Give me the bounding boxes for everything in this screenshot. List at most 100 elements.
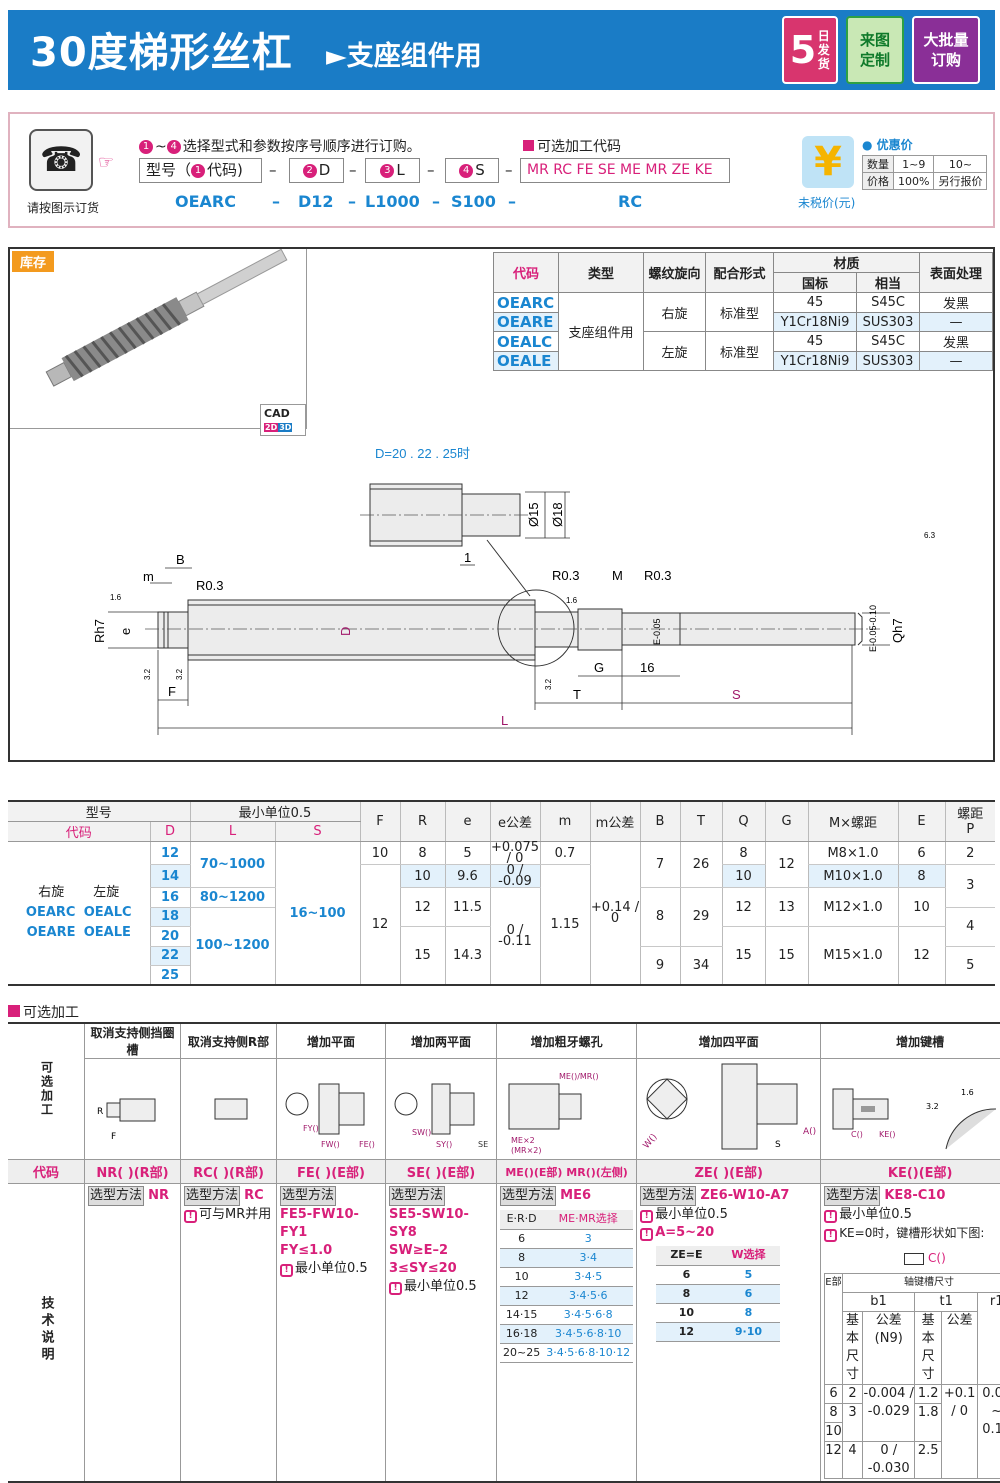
code-row-label: 代码 xyxy=(8,1159,85,1184)
svg-text:KE(): KE() xyxy=(879,1130,896,1139)
example-option: RC xyxy=(618,192,643,211)
spec-cell-Q: 10 xyxy=(721,864,765,888)
dim-d18: Ø18 xyxy=(550,502,565,527)
code-ke: KE()(E部) xyxy=(820,1159,1000,1184)
dimension-drawing: D=20 . 22 . 25时 Ø15 Ø18 1 B m R0.3 R0.3 … xyxy=(92,446,936,735)
dash: – xyxy=(349,161,357,179)
dim-r03-mid: R0.3 xyxy=(552,568,579,583)
spec-cell-E: 6 xyxy=(897,841,945,865)
dim-1: 1 xyxy=(464,550,471,565)
stock-tag: 库存 xyxy=(12,251,55,272)
roughness-1-6: 1.6 xyxy=(110,593,122,602)
dim-r03-left: R0.3 xyxy=(196,578,223,593)
dim-m-thread: M xyxy=(612,568,623,583)
pointing-hand-icon: ☞ xyxy=(98,152,115,173)
example-code: OEARC xyxy=(175,192,236,211)
spec-cell-B: 7 xyxy=(639,841,680,888)
spec-cell-R: 15 xyxy=(399,926,445,986)
optional-processing-table: 可选加工 取消支持侧挡圈槽取消支持侧R部增加平面增加两平面增加粗牙螺孔增加四平面… xyxy=(8,1022,1000,1483)
code-rc: RC( )(R部) xyxy=(180,1159,277,1184)
spec-cell-m: 1.15 xyxy=(539,864,590,986)
dim-e-tol-2: E-0.05-0.10 xyxy=(868,605,878,652)
dim-g: G xyxy=(594,660,604,675)
spec-cell-G: 12 xyxy=(764,841,808,888)
spec-row: 25 xyxy=(8,965,995,986)
svg-text:A(): A() xyxy=(803,1127,816,1137)
spec-cell-E: 10 xyxy=(897,887,945,927)
example-l: L1000 xyxy=(365,192,420,211)
spec-cell-R: 10 xyxy=(399,864,445,888)
d-value: 12 xyxy=(149,841,190,865)
spec-cell-P: 4 xyxy=(944,907,995,947)
badge-custom-text: 来图定制 xyxy=(859,31,890,69)
svg-text:FY(): FY() xyxy=(303,1124,319,1133)
lead-screw-image xyxy=(45,249,288,387)
svg-text:F: F xyxy=(111,1132,116,1142)
d-value: 16 xyxy=(149,887,190,908)
spec-cell-Q: 12 xyxy=(721,887,765,927)
diagram-se: SW()SY()SE xyxy=(385,1058,497,1160)
d-value: 25 xyxy=(149,965,190,986)
dim-e: e xyxy=(118,628,133,635)
spec-cell-m: 0.7 xyxy=(539,841,590,865)
dash: – xyxy=(269,161,277,179)
spec-cell-etol: 0 / -0.09 xyxy=(489,864,540,888)
spec-cell-L: 100~1200 xyxy=(189,907,275,986)
example-d: D12 xyxy=(298,192,334,211)
code-nr: NR( )(R部) xyxy=(84,1159,181,1184)
spec-cell-e: 5 xyxy=(444,841,490,865)
dim-q: Qh7 xyxy=(890,618,905,643)
dim-d15: Ø15 xyxy=(526,502,541,527)
spec-cell-S: 16~100 xyxy=(274,841,360,986)
d-value: 20 xyxy=(149,926,190,947)
page-title: 30度梯形丝杠 xyxy=(30,30,293,76)
spec-cell-etol: 0 / -0.11 xyxy=(489,887,540,986)
badge-5-number: 5 xyxy=(789,28,817,72)
spec-cell-P: 3 xyxy=(944,864,995,908)
code-fe: FE( )(E部) xyxy=(276,1159,386,1184)
detail-note: D=20 . 22 . 25时 xyxy=(375,446,470,461)
spec-cell-F: 10 xyxy=(359,841,400,865)
svg-text:C(): C() xyxy=(851,1130,863,1139)
spec-cell-P: 2 xyxy=(944,841,995,865)
spec-cell-e: 14.3 xyxy=(444,926,490,986)
spec-cell-R: 8 xyxy=(399,841,445,865)
svg-text:1.6: 1.6 xyxy=(961,1088,974,1097)
dash: – xyxy=(348,192,356,211)
dim-e-tol-1: E-0.05 xyxy=(652,618,662,645)
dim-r: Rh7 xyxy=(92,619,107,643)
spec-cell-P: 5 xyxy=(944,946,995,986)
spec-cell-L: 70~1000 xyxy=(189,841,275,888)
code-se: SE( )(E部) xyxy=(385,1159,497,1184)
badge-bulk: 大批量订购 xyxy=(912,16,980,84)
diagram-ke: C() KE() 1.6 3.2 xyxy=(820,1058,1000,1160)
price-title: ● 优惠价 xyxy=(862,138,913,152)
dash: – xyxy=(272,192,280,211)
dim-d: D xyxy=(338,627,353,636)
spec-cell-B: 8 xyxy=(639,887,680,947)
svg-text:SW(): SW() xyxy=(412,1128,431,1137)
svg-text:ME×2: ME×2 xyxy=(511,1136,535,1145)
svg-text:3.2: 3.2 xyxy=(926,1102,939,1111)
spec-cell-e: 9.6 xyxy=(444,864,490,888)
roughness-3-2c: 3.2 xyxy=(544,678,553,690)
example-s: S100 xyxy=(451,192,496,211)
svg-text:(MR×2): (MR×2) xyxy=(511,1146,542,1155)
